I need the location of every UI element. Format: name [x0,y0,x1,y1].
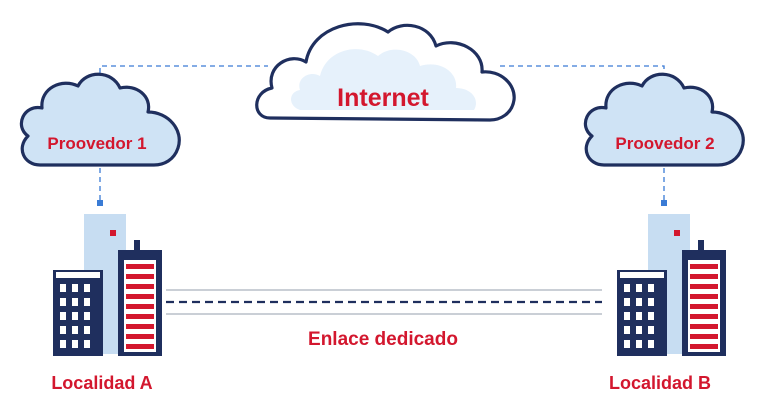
internet-cloud-icon: Internet [255,22,516,122]
dedicated-link [166,289,602,315]
site-a-label: Localidad A [51,373,152,393]
provider2-cloud-icon: Proovedor 2 [583,72,745,167]
site-b-buildings-icon [617,214,726,356]
link-provider1-internet [99,65,268,82]
link-internet-provider2 [500,65,665,82]
connector-node-left [97,200,103,206]
site-a-buildings-icon [53,214,162,356]
provider2-label: Proovedor 2 [615,134,714,153]
provider1-cloud-icon: Proovedor 1 [19,72,181,167]
provider1-label: Proovedor 1 [47,134,146,153]
site-b-label: Localidad B [609,373,711,393]
connector-node-right [661,200,667,206]
link-label: Enlace dedicado [308,329,458,350]
internet-label: Internet [337,84,429,112]
